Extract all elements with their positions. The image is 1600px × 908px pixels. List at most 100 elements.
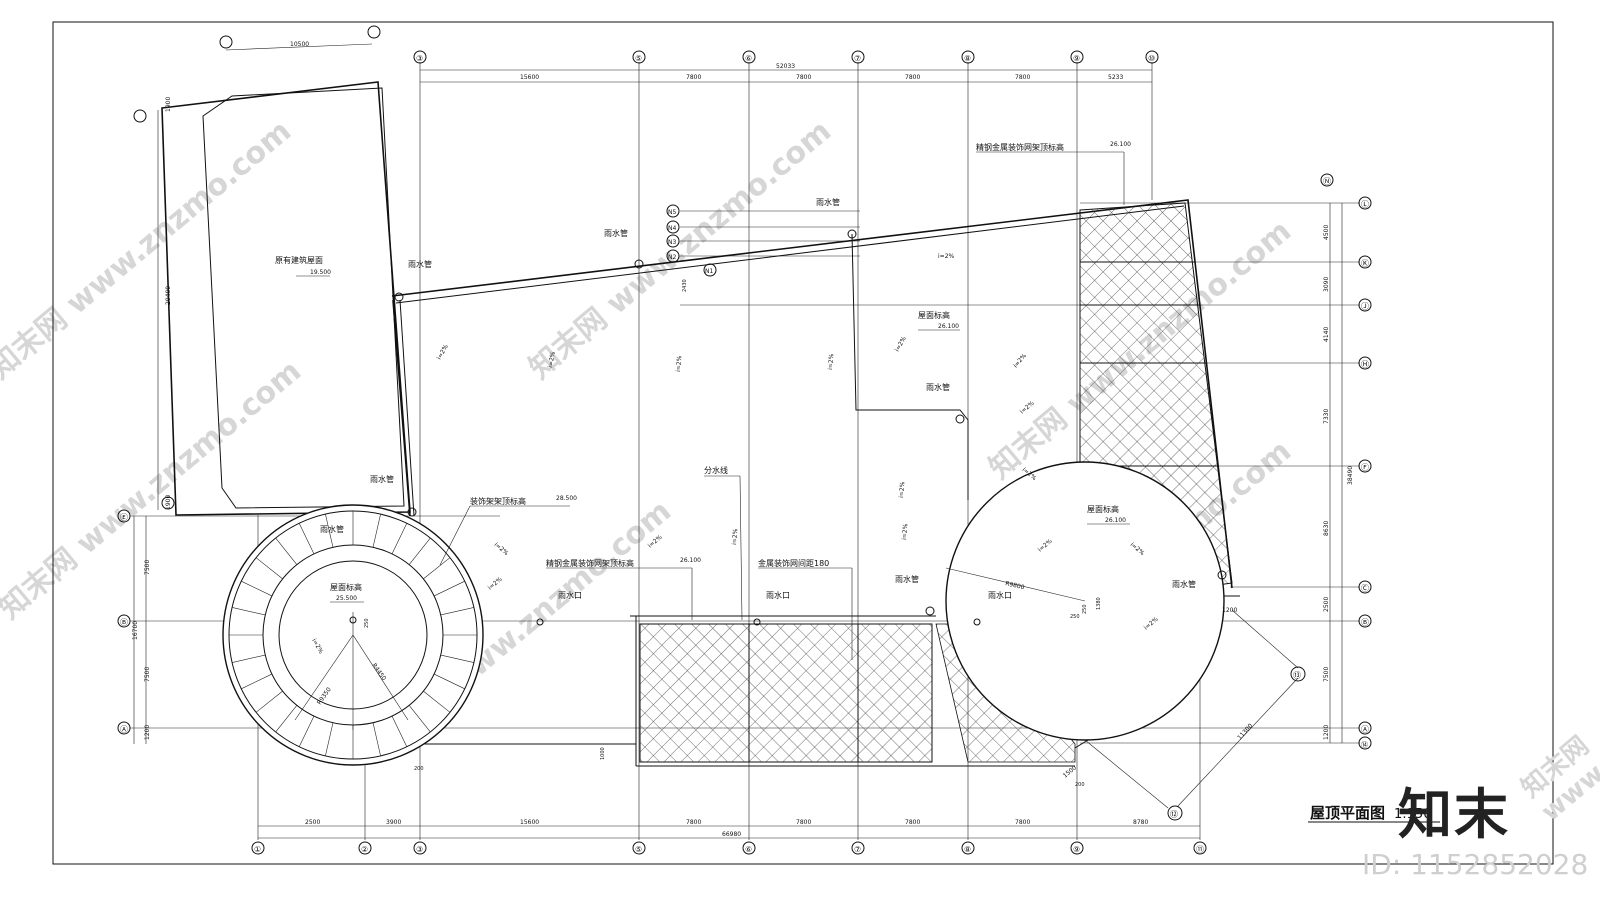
svg-text:66980: 66980 bbox=[722, 831, 741, 838]
frame-rib bbox=[391, 523, 408, 555]
frame-rib bbox=[408, 705, 431, 733]
watermark: 知末网 www.znzmo.com bbox=[523, 114, 838, 387]
svg-text:⑥: ⑥ bbox=[745, 845, 752, 854]
svg-text:11300: 11300 bbox=[1236, 722, 1254, 741]
svg-text:⑭: ⑭ bbox=[1361, 741, 1368, 749]
label-metal-net-spacing: 金属装饰网间距180 bbox=[758, 558, 829, 568]
svg-text:i=2%: i=2% bbox=[1012, 352, 1028, 369]
svg-text:8630: 8630 bbox=[1323, 521, 1330, 536]
label-ridge-line: 分水线 bbox=[704, 465, 728, 475]
grid-bubbles-bottom: ① ② ③ ⑤ ⑥ ⑦ ⑧ ⑨ ⑪ bbox=[251, 841, 1207, 855]
label-steel-net-elev: 26.100 bbox=[680, 557, 701, 564]
frame-rib bbox=[241, 580, 273, 597]
svg-text:2430: 2430 bbox=[682, 279, 688, 292]
drawing-title-block: 屋顶平面图 1:150 bbox=[1308, 804, 1440, 823]
main-roof-outline bbox=[391, 199, 1240, 767]
svg-text:16700: 16700 bbox=[132, 621, 139, 640]
drawing-frame bbox=[52, 21, 1554, 865]
svg-text:⑬: ⑬ bbox=[1293, 671, 1301, 680]
label-frame-top-elev: 28.500 bbox=[556, 495, 577, 502]
svg-text:i=2%: i=2% bbox=[827, 353, 835, 370]
svg-text:250: 250 bbox=[1070, 614, 1080, 620]
frame-rib bbox=[232, 607, 266, 616]
frame-rib bbox=[298, 715, 315, 747]
svg-text:7800: 7800 bbox=[686, 819, 701, 826]
svg-text:7800: 7800 bbox=[796, 74, 811, 81]
svg-text:⑤: ⑤ bbox=[635, 54, 642, 63]
svg-text:1500: 1500 bbox=[1062, 764, 1078, 779]
svg-text:250: 250 bbox=[1082, 604, 1088, 614]
svg-text:5233: 5233 bbox=[1108, 74, 1123, 81]
svg-text:Ⓑ: Ⓑ bbox=[1361, 618, 1369, 627]
label-rain-pipe: 雨水管 bbox=[926, 382, 950, 392]
frame-rib bbox=[232, 654, 266, 663]
n-bubbles: N5 N4 N3 N2 N1 ⑬ ⑫ bbox=[666, 204, 1306, 821]
svg-text:Ⓒ: Ⓒ bbox=[1361, 584, 1369, 593]
frame-rib bbox=[440, 607, 474, 616]
svg-text:⑤: ⑤ bbox=[635, 845, 642, 854]
frame-rib bbox=[423, 690, 451, 713]
svg-text:⑨: ⑨ bbox=[1073, 54, 1080, 63]
label-roof-elev-value: 26.100 bbox=[1105, 517, 1126, 524]
rain-pipe-markers bbox=[349, 229, 1227, 626]
label-rain-pipe: 雨水管 bbox=[408, 259, 432, 269]
label-drain: 雨水口 bbox=[558, 590, 582, 600]
svg-text:N5: N5 bbox=[668, 209, 676, 216]
frame-rib bbox=[372, 514, 381, 548]
svg-text:⑧: ⑧ bbox=[964, 845, 971, 854]
label-rain-pipe: 雨水管 bbox=[604, 228, 628, 238]
svg-text:R9800: R9800 bbox=[1005, 580, 1026, 591]
frame-rib bbox=[298, 523, 315, 555]
svg-text:1200: 1200 bbox=[1222, 607, 1237, 614]
frame-rib bbox=[275, 537, 298, 565]
svg-text:7800: 7800 bbox=[1015, 74, 1030, 81]
frame-rib bbox=[408, 537, 431, 565]
image-id-text: ID: 1152852028 bbox=[1362, 848, 1589, 881]
svg-text:Ⓐ: Ⓐ bbox=[120, 725, 128, 734]
svg-text:i=2%: i=2% bbox=[547, 351, 557, 368]
label-rain-pipe: 雨水管 bbox=[320, 524, 344, 534]
label-roof-elev: 屋面标高 bbox=[1087, 504, 1119, 514]
svg-text:⑦: ⑦ bbox=[854, 54, 861, 63]
svg-text:3090: 3090 bbox=[1323, 277, 1330, 292]
frame-rib bbox=[275, 705, 298, 733]
drawing-title: 屋顶平面图 bbox=[1310, 804, 1385, 822]
svg-text:屋面标高: 屋面标高 bbox=[330, 582, 362, 592]
label-steel-net: 精钢金属装饰网架顶标高 bbox=[976, 142, 1064, 152]
svg-text:15600: 15600 bbox=[520, 819, 539, 826]
svg-text:Ⓙ: Ⓙ bbox=[1361, 302, 1369, 311]
label-frame-top: 装饰架架顶标高 bbox=[470, 496, 526, 506]
grid-bubbles-top: ③ ⑤ ⑥ ⑦ ⑧ ⑨ ⑩ bbox=[413, 50, 1159, 64]
svg-text:i=2%: i=2% bbox=[493, 541, 510, 557]
svg-text:7800: 7800 bbox=[686, 74, 701, 81]
svg-text:4500: 4500 bbox=[1323, 225, 1330, 240]
frame-rib bbox=[325, 514, 334, 548]
svg-text:i=2%: i=2% bbox=[894, 335, 908, 353]
svg-text:⑨: ⑨ bbox=[1073, 845, 1080, 854]
svg-text:10500: 10500 bbox=[290, 41, 309, 48]
svg-text:Ⓛ: Ⓛ bbox=[1361, 200, 1369, 209]
dimensions-bottom: 2500 3900 15600 7800 7800 7800 7800 8780… bbox=[258, 819, 1200, 839]
svg-text:⑧: ⑧ bbox=[964, 54, 971, 63]
svg-text:1200: 1200 bbox=[1323, 725, 1330, 740]
grid-bubbles-left: Ⓔ Ⓑ Ⓐ bbox=[117, 25, 381, 735]
svg-text:7500: 7500 bbox=[1323, 667, 1330, 682]
svg-text:i=2%: i=2% bbox=[675, 355, 683, 372]
svg-text:⑦: ⑦ bbox=[854, 845, 861, 854]
svg-text:Ⓝ: Ⓝ bbox=[1323, 177, 1331, 186]
svg-text:N1: N1 bbox=[705, 268, 713, 275]
svg-text:①: ① bbox=[254, 845, 261, 854]
svg-text:25.500: 25.500 bbox=[336, 595, 357, 602]
svg-text:③: ③ bbox=[416, 845, 423, 854]
label-rain-pipe: 雨水管 bbox=[895, 574, 919, 584]
svg-text:⑫: ⑫ bbox=[1170, 810, 1178, 819]
svg-text:②: ② bbox=[361, 845, 368, 854]
svg-text:N3: N3 bbox=[668, 239, 676, 246]
right-circle-roof: R9800 1200 11300 1500 1380 250 250 bbox=[945, 461, 1299, 809]
svg-text:i=2%: i=2% bbox=[731, 528, 739, 545]
left-circle-frame: 屋面标高 25.500 R9350 R4450 250 bbox=[222, 504, 484, 766]
svg-text:7500: 7500 bbox=[144, 560, 151, 575]
svg-text:i=2%: i=2% bbox=[436, 343, 450, 361]
frame-rib bbox=[325, 722, 334, 756]
svg-text:i=2%: i=2% bbox=[938, 253, 955, 260]
